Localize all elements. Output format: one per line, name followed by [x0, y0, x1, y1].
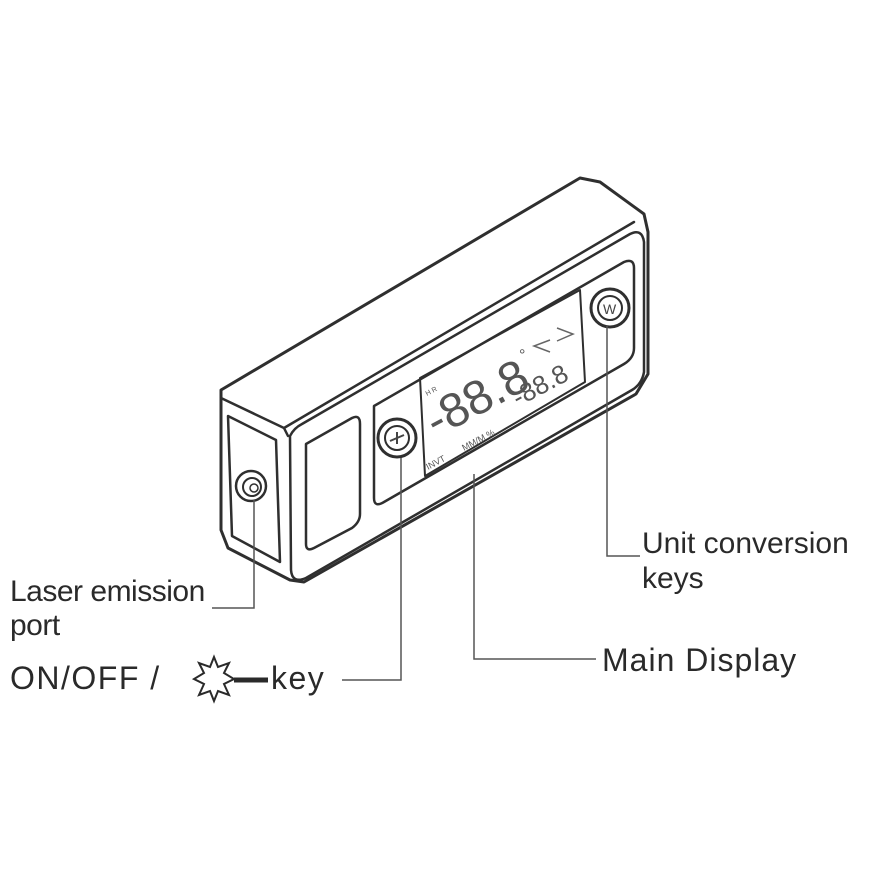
device-top-edge	[219, 220, 636, 438]
light-burst-icon	[191, 654, 237, 704]
laser-port-core	[249, 483, 259, 493]
laser-port-inner	[242, 477, 262, 497]
unit-key-inner	[597, 295, 623, 321]
laser-emission-port-label: Laser emission port	[10, 575, 205, 643]
device-body-outline	[219, 176, 650, 584]
laser-emission-port-line2: port	[10, 609, 60, 642]
onoff-key-symbol-icon	[389, 432, 405, 444]
unit-conversion-keys-label: Unit conversion keys	[642, 526, 849, 596]
laser-emission-port-line1: Laser emission	[10, 575, 205, 608]
leader-unit-keys	[606, 326, 640, 557]
unit-conversion-keys-line2: keys	[642, 562, 704, 595]
lcd-angle-arrows-icon	[531, 327, 575, 353]
display-bezel	[372, 259, 636, 506]
lcd-degree: °	[519, 347, 525, 364]
device-front-face	[288, 231, 646, 581]
onoff-label-suffix: key	[271, 660, 326, 696]
onoff-label-prefix: ON/OFF /	[10, 660, 161, 696]
onoff-key-outer	[376, 417, 418, 459]
front-left-window	[304, 415, 362, 551]
device-end-face	[226, 414, 282, 564]
unit-conversion-keys-line1: Unit conversion	[642, 527, 849, 560]
onoff-key-inner	[384, 425, 410, 451]
leader-main-display	[473, 474, 596, 660]
lcd-hold: H R	[425, 386, 439, 398]
laser-port-outer	[234, 469, 268, 503]
leader-onoff-key	[342, 458, 402, 681]
leader-laser-port	[212, 500, 255, 609]
unit-key-letter: W	[603, 301, 617, 317]
main-display-label: Main Display	[602, 642, 798, 678]
unit-key-outer	[589, 287, 631, 329]
lcd-window	[419, 289, 586, 477]
